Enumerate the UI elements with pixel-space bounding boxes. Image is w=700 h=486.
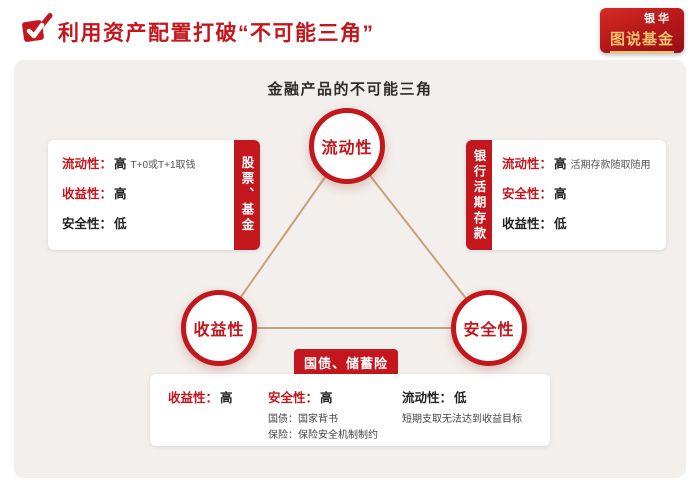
row-value: 高 xyxy=(114,157,127,171)
diagram-title: 金融产品的不可能三角 xyxy=(267,81,433,98)
brand-product-name: 图说基金 xyxy=(609,28,674,53)
node-safety: 安全性 xyxy=(451,290,527,366)
col-note-line: 保险：保险安全机制制约 xyxy=(268,430,378,441)
col-value: 高 xyxy=(320,391,333,405)
col-label: 收益性： xyxy=(168,391,219,405)
brand-name: 银华 xyxy=(644,12,672,25)
row-value: 高 xyxy=(114,187,127,201)
col-note-line: 国债：国家背书 xyxy=(268,414,338,425)
row-label: 安全性： xyxy=(502,187,553,201)
tab-bonds-insurance: 国债、储蓄险 xyxy=(294,349,398,376)
col-return: 收益性：高 xyxy=(168,387,233,406)
row-label: 流动性： xyxy=(62,157,113,171)
tab-stocks-funds: 股票、基金 xyxy=(234,140,260,250)
node-safety-label: 安全性 xyxy=(463,322,515,339)
row-label: 收益性： xyxy=(502,217,553,231)
row-label: 收益性： xyxy=(62,187,113,201)
row-return: 收益性：低 xyxy=(502,213,658,232)
row-note: 活期存款随取随用 xyxy=(570,160,651,171)
row-value: 高 xyxy=(554,157,567,171)
row-label: 安全性： xyxy=(62,217,113,231)
node-return: 收益性 xyxy=(181,290,257,366)
checkbox-check-icon xyxy=(22,13,53,42)
col-value: 高 xyxy=(220,391,233,405)
row-label: 流动性： xyxy=(502,157,553,171)
col-safety: 安全性：高 国债：国家背书 保险：保险安全机制制约 xyxy=(268,387,378,444)
row-value: 高 xyxy=(554,187,567,201)
col-note: 国债：国家背书 保险：保险安全机制制约 xyxy=(268,412,378,444)
header: 利用资产配置打破“不可能三角” 银华 图说基金 xyxy=(0,0,700,60)
row-value: 低 xyxy=(114,217,127,231)
col-value: 低 xyxy=(454,391,467,405)
col-liquidity: 流动性：低 短期支取无法达到收益目标 xyxy=(402,387,522,428)
row-liquidity: 流动性：高活期存款随取随用 xyxy=(502,153,658,172)
col-label: 流动性： xyxy=(402,391,453,405)
page-title: 利用资产配置打破“不可能三角” xyxy=(58,22,375,45)
row-safety: 安全性：高 xyxy=(502,183,658,202)
node-liquidity-label: 流动性 xyxy=(321,140,373,157)
row-return: 收益性：高 xyxy=(62,183,228,202)
card-bank-deposit: 银行活期存款 流动性：高活期存款随取随用 安全性：高 收益性：低 xyxy=(466,140,666,250)
col-note-line: 短期支取无法达到收益目标 xyxy=(402,414,522,425)
brand-logo: 银华 图说基金 xyxy=(600,8,684,53)
row-note: T+0或T+1取钱 xyxy=(130,160,196,171)
col-note: 短期支取无法达到收益目标 xyxy=(402,412,522,428)
tab-bank-deposit: 银行活期存款 xyxy=(466,140,492,250)
node-liquidity: 流动性 xyxy=(309,108,385,184)
col-label: 安全性： xyxy=(268,391,319,405)
node-return-label: 收益性 xyxy=(193,322,245,339)
row-value: 低 xyxy=(554,217,567,231)
card-bank-deposit-body: 流动性：高活期存款随取随用 安全性：高 收益性：低 xyxy=(466,140,666,253)
card-bonds-insurance: 收益性：高 安全性：高 国债：国家背书 保险：保险安全机制制约 流动性：低 短期… xyxy=(150,374,550,446)
row-safety: 安全性：低 xyxy=(62,213,228,232)
